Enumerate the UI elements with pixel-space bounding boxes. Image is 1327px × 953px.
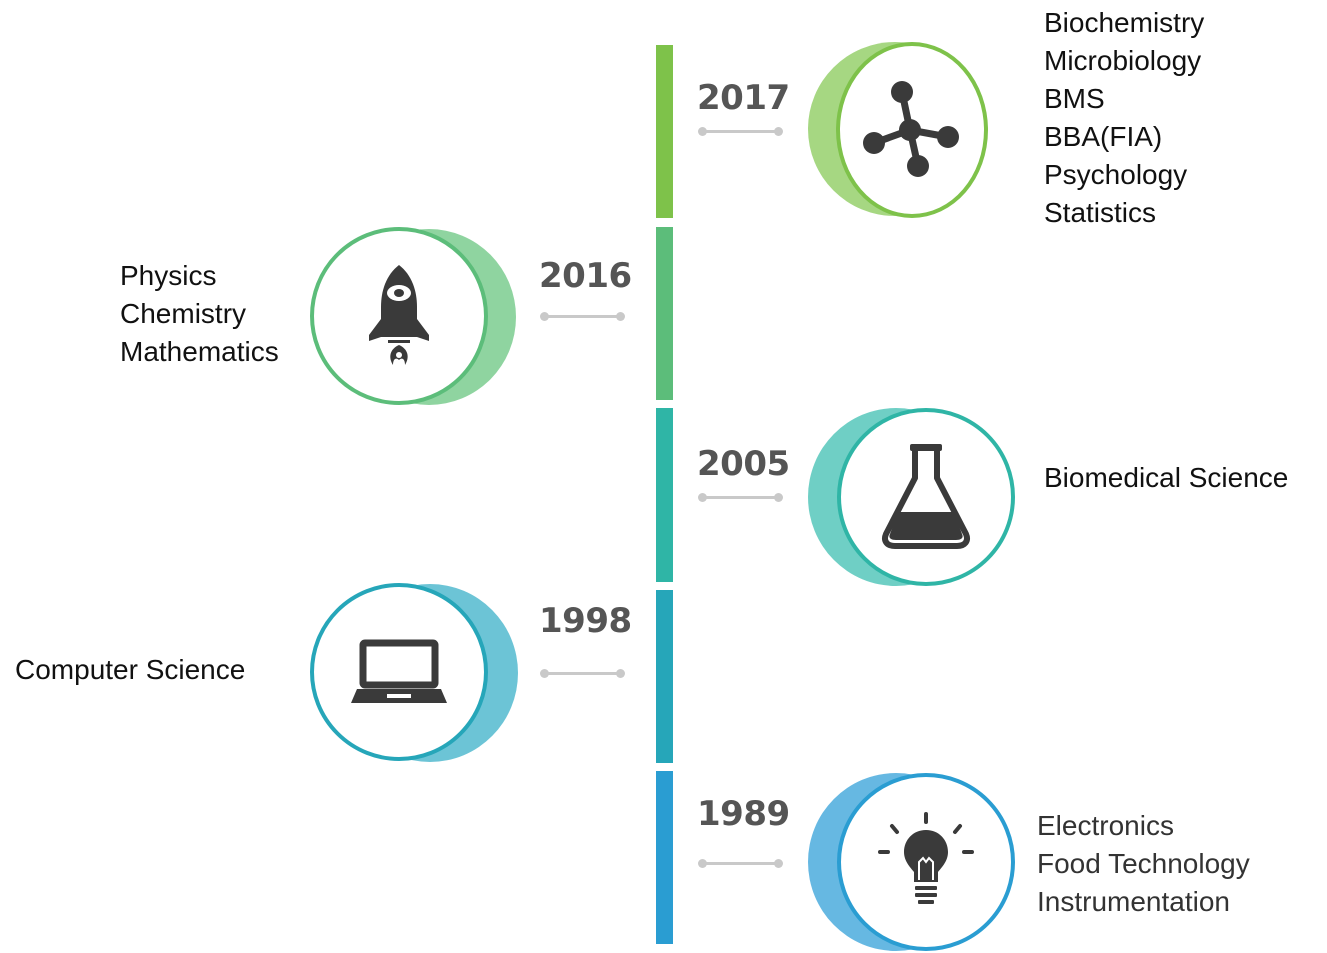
- timeline-node-1998: [310, 583, 518, 763]
- flask-icon: [882, 444, 970, 549]
- node-ring: [310, 227, 488, 405]
- subject-item: Electronics: [1037, 810, 1174, 841]
- laptop-icon: [351, 639, 447, 703]
- subject-item: BBA(FIA): [1044, 121, 1163, 152]
- subjects-2005: Biomedical Science: [1044, 459, 1288, 497]
- connector-2016: [540, 312, 625, 321]
- connector-1998: [540, 669, 625, 678]
- subject-item: Computer Science: [15, 654, 246, 685]
- subject-item: Food Technology: [1037, 848, 1250, 879]
- molecule-icon: [863, 81, 959, 177]
- timeline-node-1989: [808, 773, 1016, 953]
- year-label-2005: 2005: [697, 444, 790, 484]
- subject-item: Biomedical Science: [1044, 462, 1289, 493]
- subject-item: Psychology: [1044, 159, 1188, 190]
- node-ring: [837, 773, 1015, 951]
- subject-item: BMS: [1044, 83, 1105, 114]
- timeline-node-2016: [310, 227, 516, 407]
- subject-item: Chemistry: [120, 298, 247, 329]
- timeline-segment-2005: [656, 408, 673, 582]
- subjects-2016: Physics Chemistry Mathematics: [120, 257, 279, 371]
- connector-2017: [698, 127, 783, 136]
- subject-item: Microbiology: [1044, 45, 1202, 76]
- rocket-icon: [369, 265, 429, 365]
- subject-item: Mathematics: [120, 336, 279, 367]
- subject-item: Physics: [120, 260, 217, 291]
- node-ring: [836, 42, 988, 218]
- subject-item: Instrumentation: [1037, 886, 1230, 917]
- connector-2005: [698, 493, 783, 502]
- timeline-node-2017: [808, 42, 988, 220]
- timeline-segment-2016: [656, 227, 673, 400]
- timeline-segment-1998: [656, 590, 673, 763]
- timeline-node-2005: [808, 408, 1016, 588]
- year-label-2017: 2017: [697, 78, 790, 118]
- subjects-1998: Computer Science: [15, 651, 245, 689]
- year-label-1998: 1998: [539, 601, 632, 641]
- subjects-2017: Biochemistry Microbiology BMS BBA(FIA) P…: [1044, 4, 1204, 232]
- timeline-segment-1989: [656, 771, 673, 944]
- year-label-2016: 2016: [539, 256, 632, 296]
- node-ring: [837, 408, 1015, 586]
- node-ring: [310, 583, 488, 761]
- connector-1989: [698, 859, 783, 868]
- year-label-1989: 1989: [697, 794, 790, 834]
- subject-item: Statistics: [1044, 197, 1157, 228]
- subjects-1989: Electronics Food Technology Instrumentat…: [1037, 807, 1250, 921]
- lightbulb-icon: [878, 812, 974, 904]
- timeline-segment-2017: [656, 45, 673, 218]
- subject-item: Biochemistry: [1044, 7, 1205, 38]
